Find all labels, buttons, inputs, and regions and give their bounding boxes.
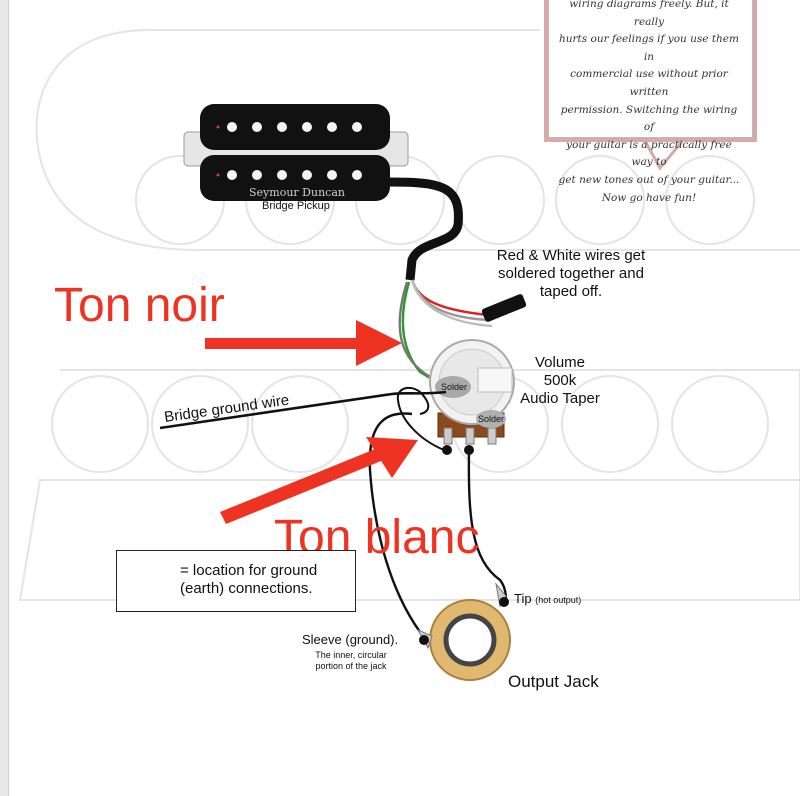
arrow-ton-blanc	[220, 437, 418, 524]
volume-label-line: Volume	[534, 354, 586, 371]
wires-note-line: taped off.	[539, 283, 603, 300]
note-line: get new tones out of your guitar...	[558, 173, 740, 186]
tip-label-text: Tip	[514, 591, 532, 606]
solder-label-pot: Solder	[478, 414, 504, 424]
pickup-lead-wires	[398, 279, 493, 387]
ground-loop-wire	[396, 386, 445, 451]
tip-note: (hot output)	[535, 595, 582, 605]
legend-box	[116, 550, 356, 612]
sleeve-note-line: portion of the jack	[315, 661, 387, 671]
arrow-ton-noir	[205, 320, 402, 366]
bridge-ground-wire	[159, 390, 447, 430]
volume-pot	[429, 339, 515, 455]
output-jack	[416, 582, 511, 681]
sleeve-wire	[368, 412, 421, 633]
legend-line: = location for ground	[180, 562, 318, 579]
volume-label: Volume 500k Audio Taper	[510, 354, 610, 408]
note-line: Now go have fun!	[601, 191, 697, 204]
volume-label-line: Audio Taper	[520, 390, 600, 407]
humbucker-pickup	[183, 104, 409, 201]
tape-wrap	[481, 294, 527, 322]
pickup-brand-text: Seymour Duncan	[249, 186, 345, 199]
legend-line: (earth) connections.	[180, 580, 313, 597]
tip-wire	[467, 449, 508, 601]
note-line: permission. Switching the wiring of	[560, 103, 738, 134]
volume-label-line: 500k	[543, 372, 577, 389]
ton-noir-annotation: Ton noir	[54, 279, 225, 332]
sleeve-note: The inner, circular portion of the jack	[306, 650, 396, 672]
note-bubble	[544, 0, 757, 142]
red-arrows	[205, 320, 418, 524]
bridge-pickup-label: Bridge Pickup	[262, 200, 330, 212]
bridge-ground-label: Bridge ground wire	[163, 392, 290, 426]
wires-note-line: Red & White wires get	[496, 247, 646, 264]
note-line: your guitar is a practically free way to	[566, 138, 732, 169]
wires-note-line: soldered together and	[498, 265, 644, 282]
background-logo	[18, 29, 800, 601]
output-jack-label: Output Jack	[508, 672, 599, 691]
sleeve-note-line: The inner, circular	[315, 650, 387, 660]
note-text: wiring diagrams freely. But, it really h…	[554, 0, 744, 207]
tip-label: Tip (hot output)	[514, 591, 581, 606]
page-left-edge	[0, 0, 9, 796]
note-line: commercial use without prior written	[570, 68, 728, 98]
sleeve-label: Sleeve (ground).	[302, 632, 399, 647]
legend-text: = location for ground (earth) connection…	[180, 562, 317, 598]
note-line: wiring diagrams freely. But, it really	[569, 0, 729, 28]
pickup-cable	[387, 177, 463, 281]
note-line: hurts our feelings if you use them in	[559, 33, 739, 63]
solder-label-green: Solder	[441, 382, 467, 392]
wires-note: Red & White wires get soldered together …	[488, 247, 654, 301]
